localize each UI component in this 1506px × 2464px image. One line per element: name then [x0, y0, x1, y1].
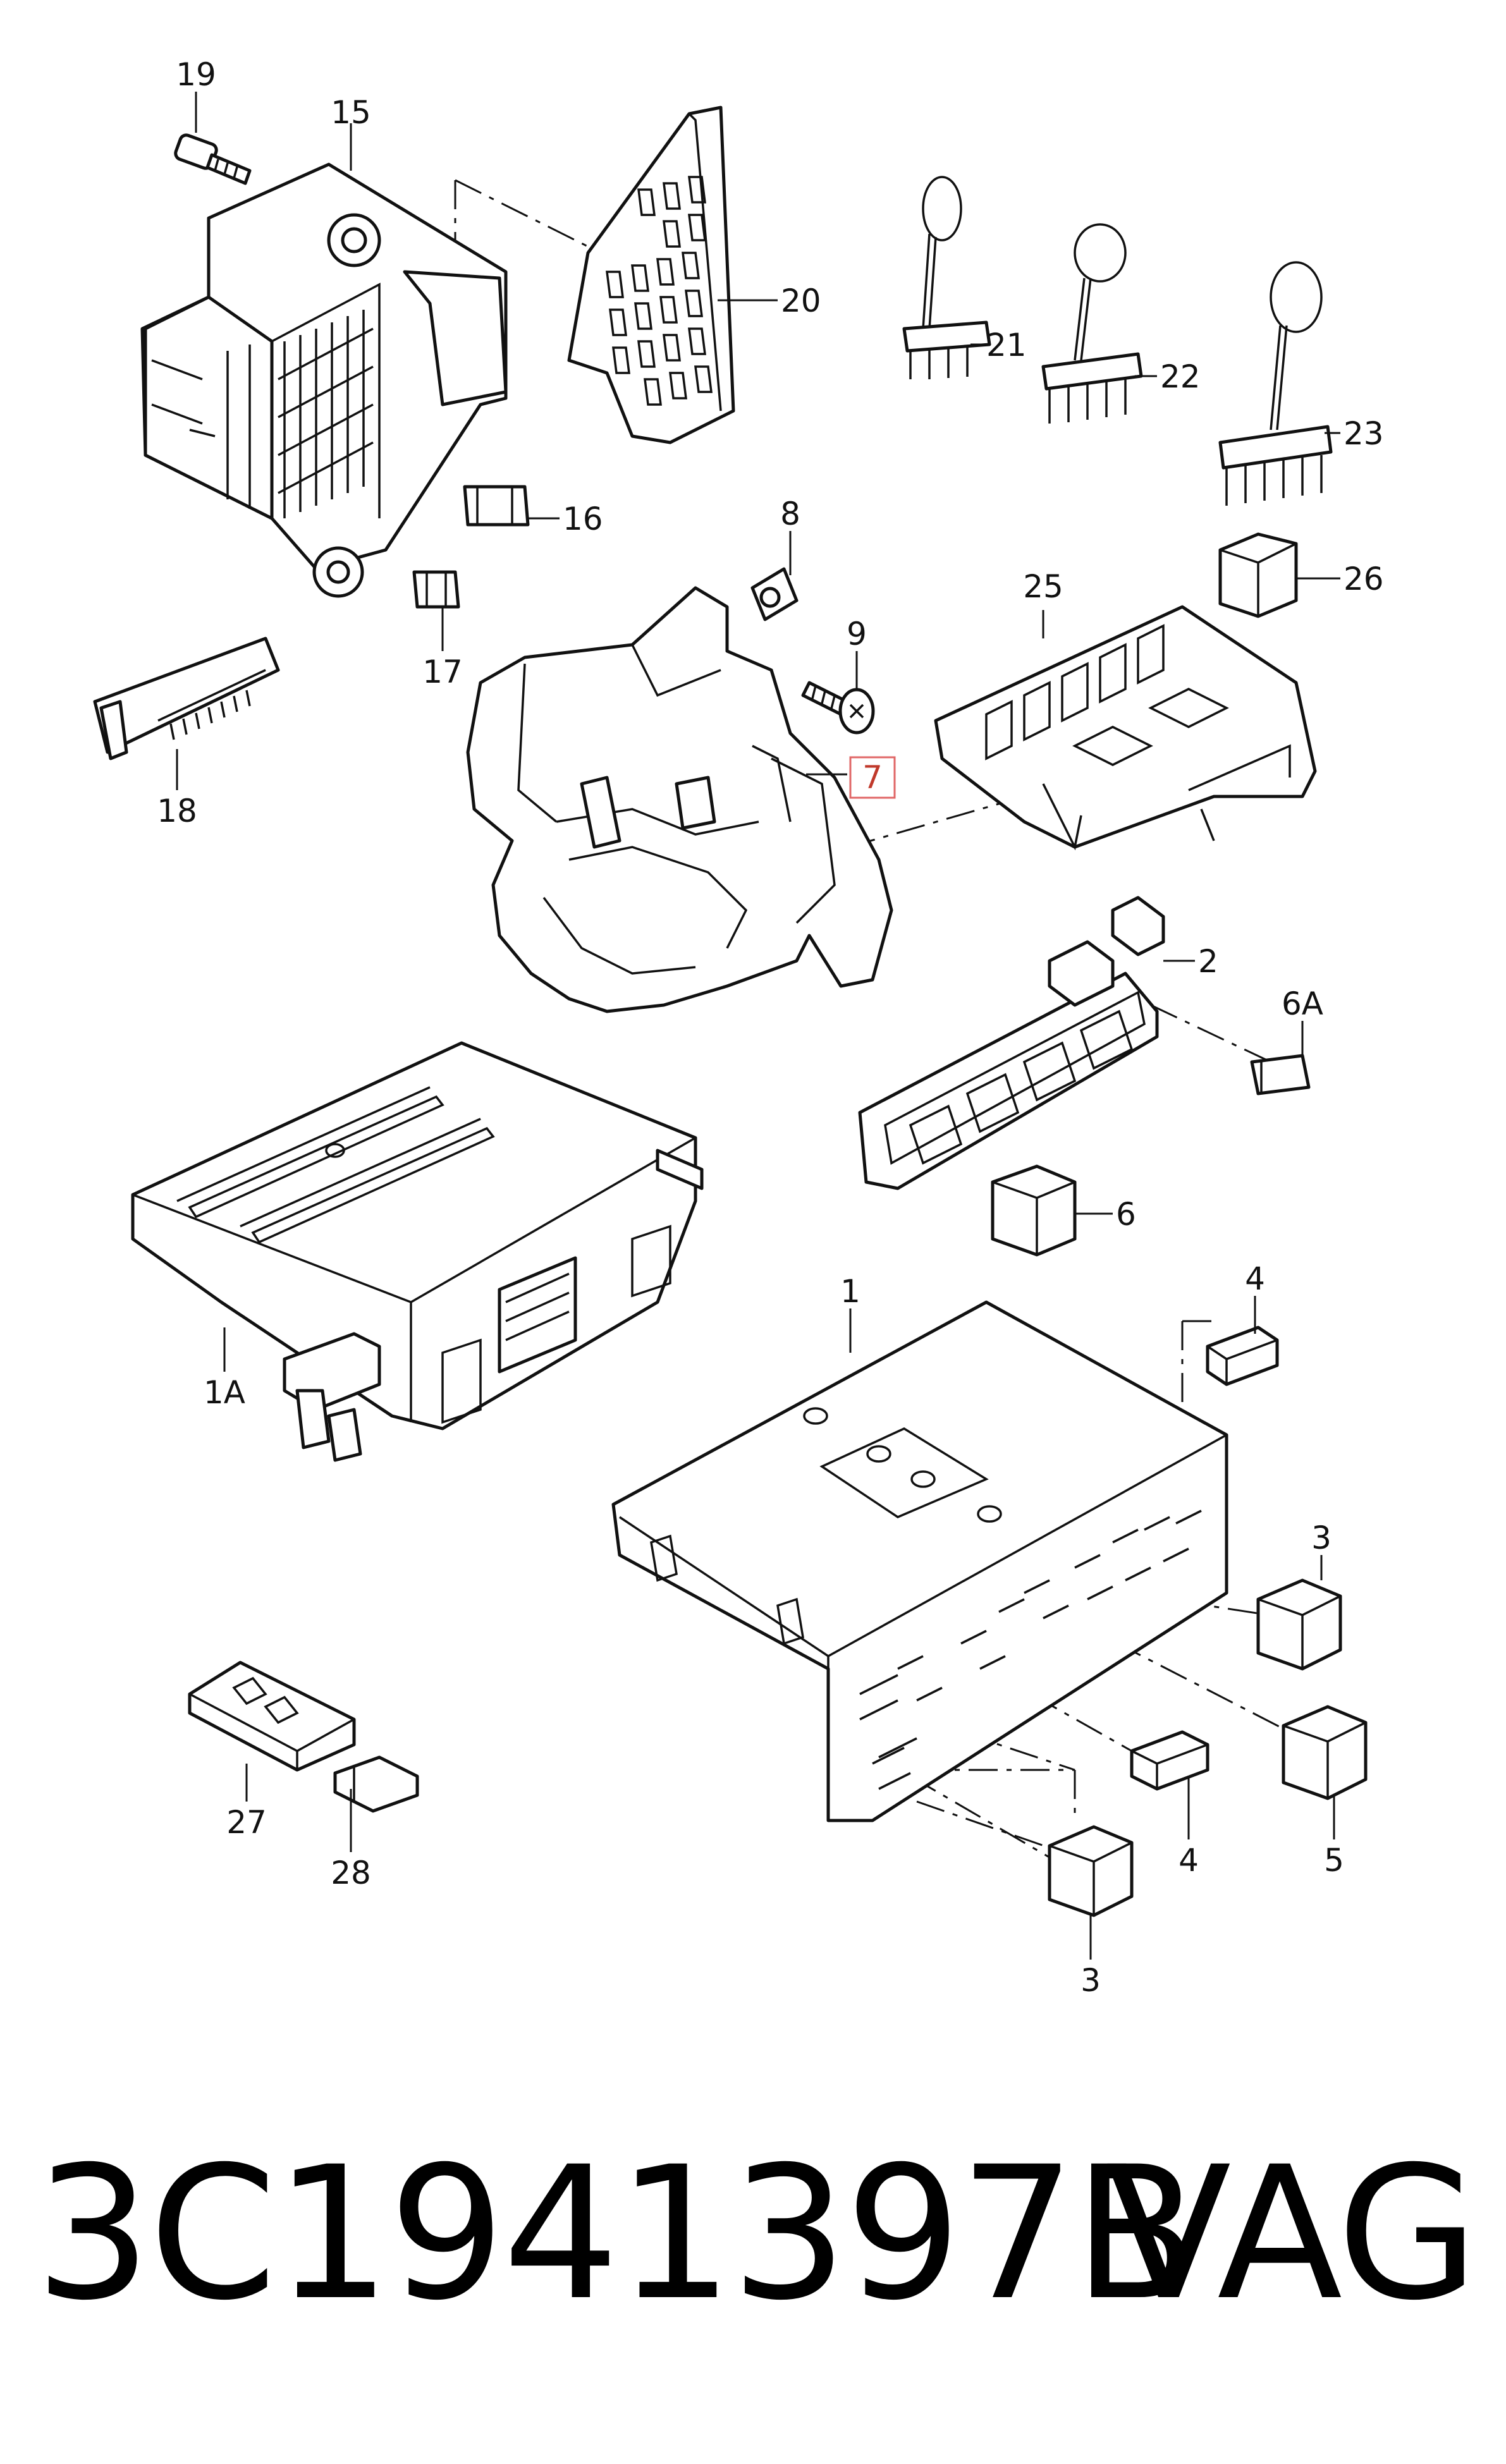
label-26: 26 — [1344, 561, 1384, 597]
callout-labels: 19 15 20 21 22 23 16 8 17 9 25 26 7 18 2… — [157, 56, 1383, 1999]
label-17: 17 — [422, 654, 463, 690]
part-number: 3C1941397B — [35, 2128, 1199, 2341]
part-7-bracket — [466, 586, 893, 1013]
label-15: 15 — [331, 94, 371, 131]
label-22: 22 — [1160, 358, 1201, 395]
label-7: 7 — [862, 759, 883, 796]
part-28-fuse — [333, 1755, 419, 1813]
part-23-pigtail — [1218, 261, 1333, 506]
label-4-upper: 4 — [1245, 1260, 1265, 1297]
label-23: 23 — [1344, 415, 1384, 452]
label-3-bottom: 3 — [1081, 1962, 1101, 1999]
label-25: 25 — [1023, 568, 1063, 605]
label-20: 20 — [781, 283, 821, 319]
part-20-cover — [567, 106, 735, 444]
part-16-fuse — [463, 485, 530, 527]
part-21-pigtail — [902, 176, 991, 379]
part-26-relay — [1218, 532, 1298, 618]
label-1: 1 — [840, 1273, 860, 1310]
part-7-highlight-box — [849, 756, 896, 799]
part-2-relay-plate — [858, 896, 1165, 1190]
label-8: 8 — [780, 496, 800, 532]
part-8-clip — [750, 567, 799, 621]
label-6A: 6A — [1282, 985, 1323, 1022]
label-16: 16 — [563, 501, 603, 537]
part-18-strip — [93, 637, 280, 760]
part-4-fuse-lower — [1130, 1730, 1209, 1791]
label-27: 27 — [226, 1804, 267, 1841]
part-3-relay-bottom — [1048, 1825, 1134, 1917]
label-3-right: 3 — [1311, 1520, 1332, 1556]
part-17-fuse — [412, 570, 460, 609]
part-27-holder — [188, 1661, 356, 1772]
label-5: 5 — [1324, 1842, 1344, 1879]
footer-caption: 3C1941397B VAG — [35, 2128, 1479, 2341]
part-3-relay-right — [1256, 1578, 1342, 1671]
label-28: 28 — [331, 1855, 371, 1891]
part-4-fuse-upper — [1206, 1326, 1279, 1386]
label-18: 18 — [157, 793, 197, 829]
label-4-lower: 4 — [1178, 1842, 1199, 1879]
label-19: 19 — [176, 56, 216, 93]
brand-name: VAG — [1106, 2128, 1479, 2341]
part-22-pigtail — [1041, 223, 1143, 424]
label-6: 6 — [1116, 1196, 1136, 1233]
label-2: 2 — [1198, 943, 1218, 980]
part-1A-control-unit — [131, 1041, 704, 1462]
part-6-relay — [991, 1164, 1077, 1257]
leader-lines — [176, 92, 1340, 1960]
part-9-screw — [801, 681, 875, 735]
part-19-bolt — [174, 133, 252, 185]
label-21: 21 — [986, 327, 1027, 363]
part-25-carrier — [934, 605, 1317, 851]
part-5-relay — [1282, 1705, 1368, 1800]
part-15-housing — [140, 162, 508, 598]
part-1-fuse-box — [611, 1300, 1228, 1822]
label-1A: 1A — [204, 1374, 245, 1411]
label-9: 9 — [847, 616, 867, 652]
part-6A-fuse — [1250, 1054, 1311, 1095]
